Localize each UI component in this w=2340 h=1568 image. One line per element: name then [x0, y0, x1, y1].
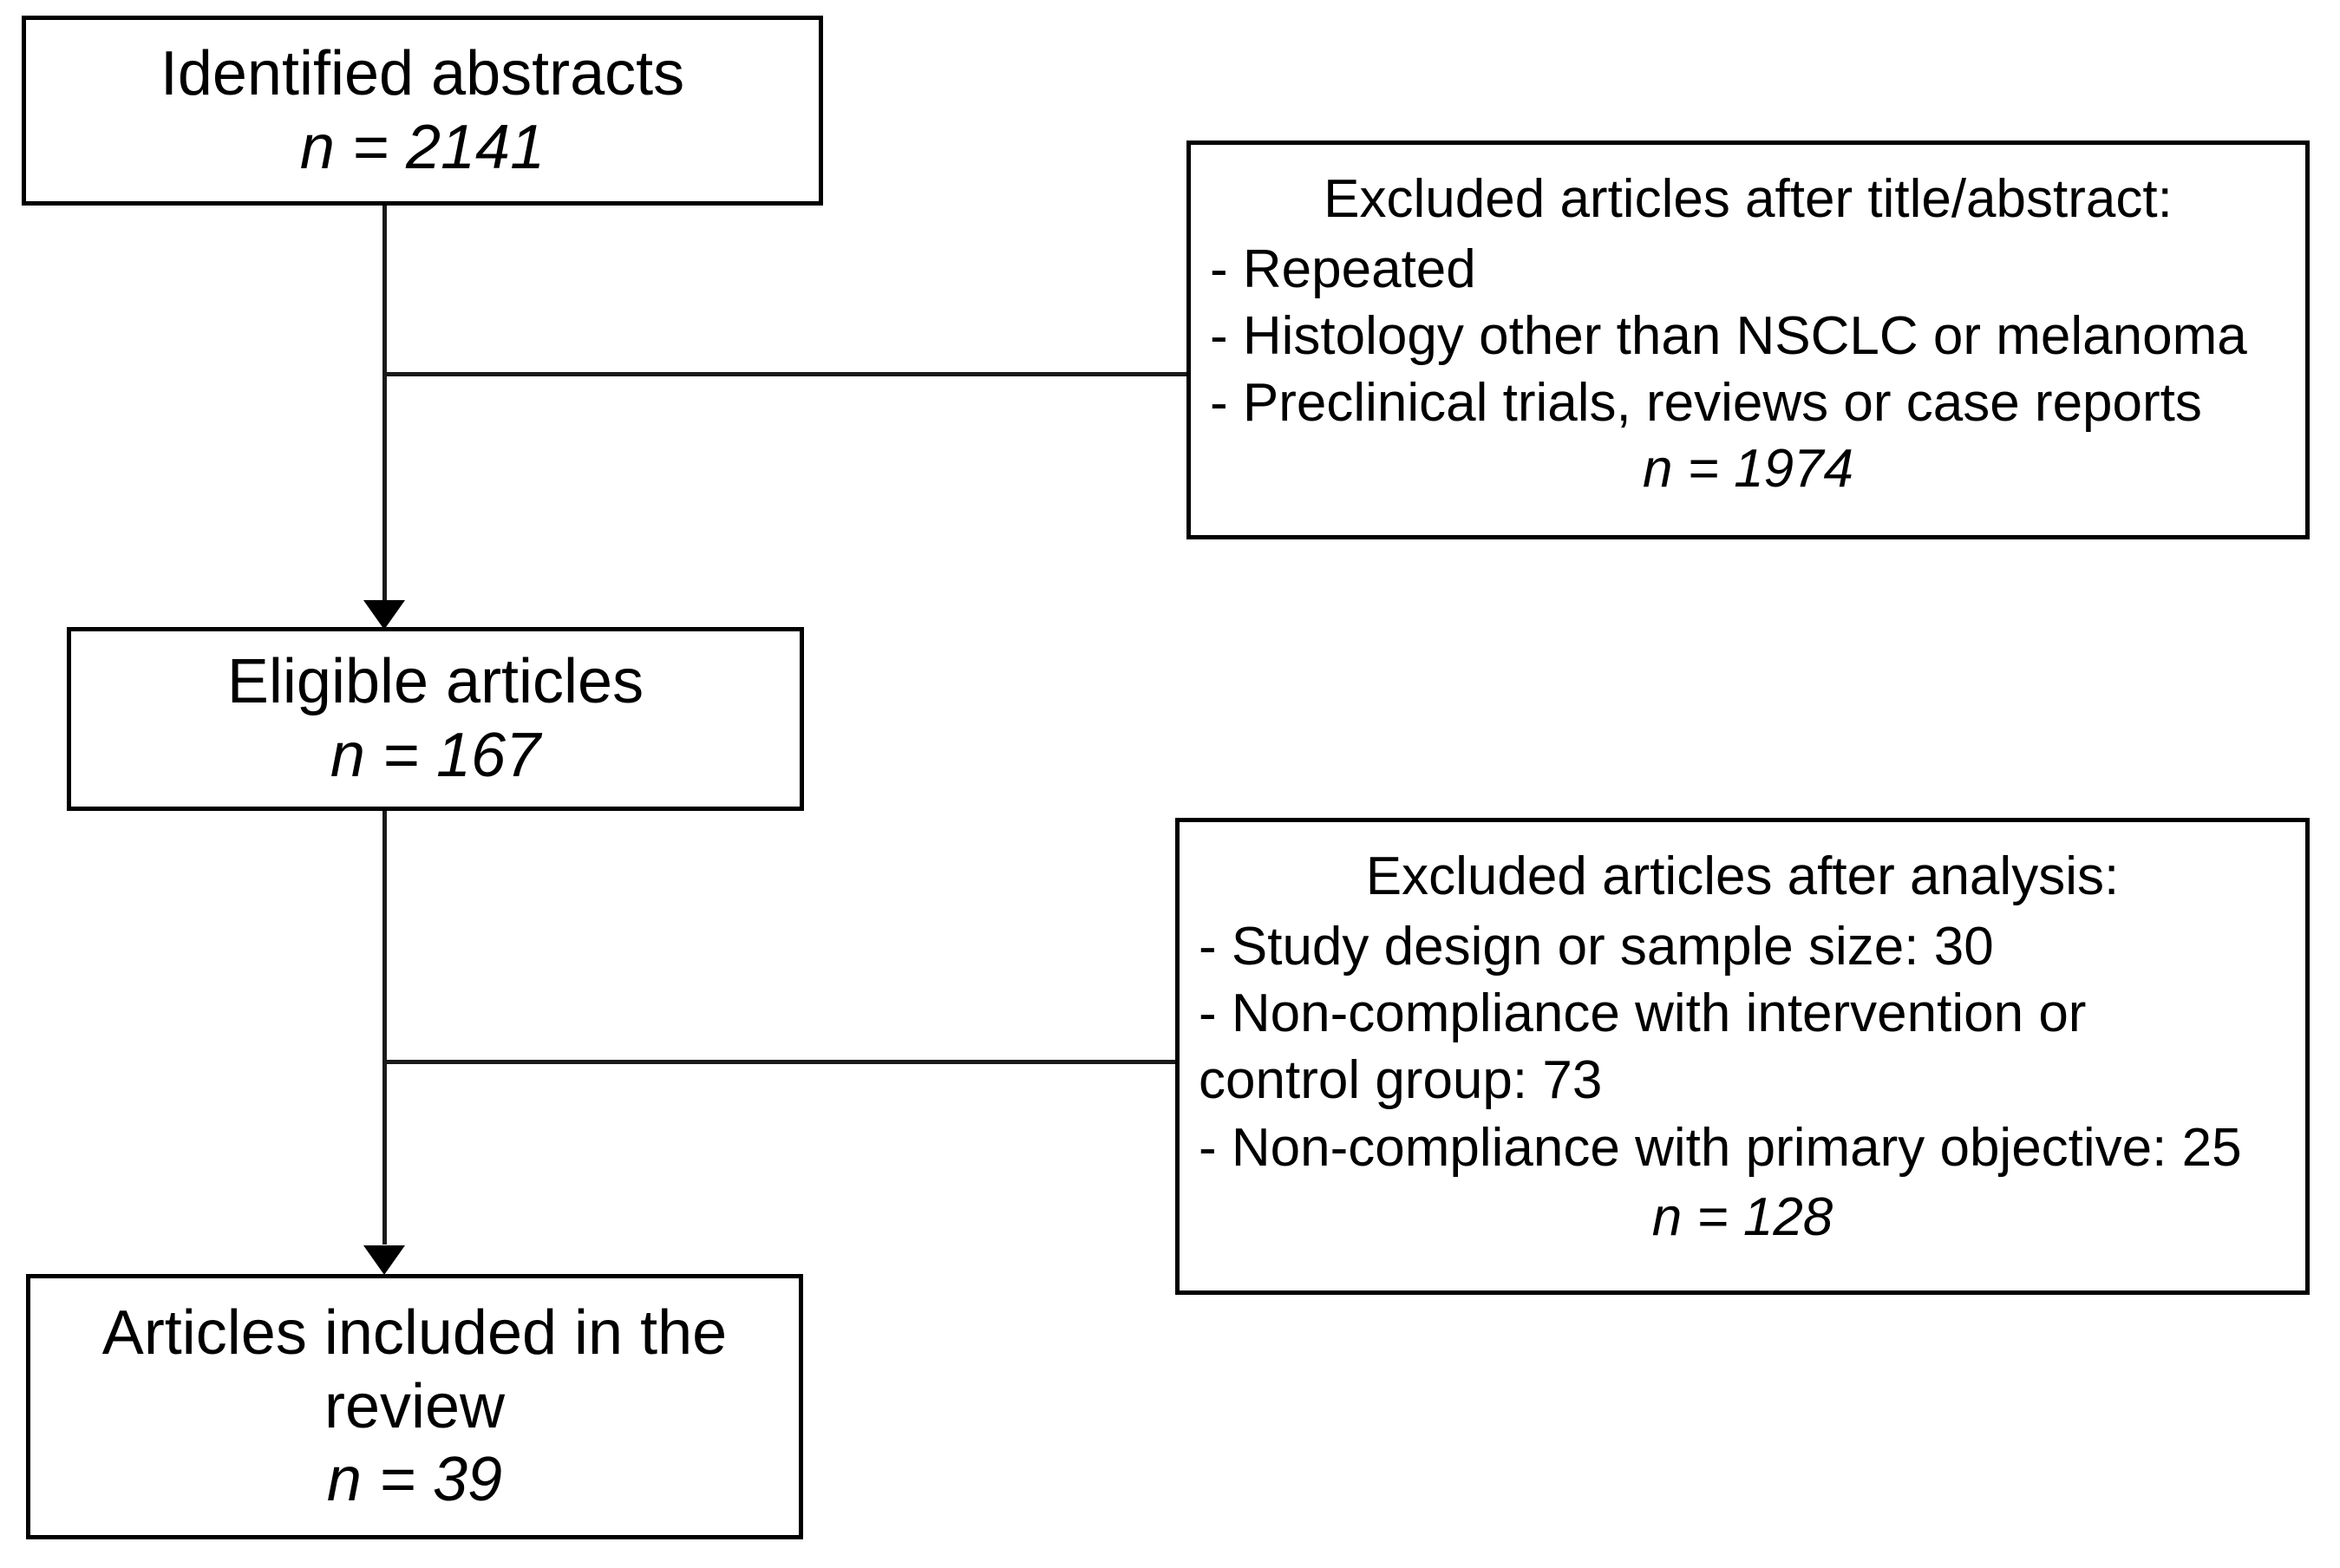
excluded-title-abstract-item-3: - Preclinical trials, reviews or case re… — [1210, 373, 2202, 434]
excluded-title-abstract-item-1: - Repeated — [1210, 239, 1476, 300]
node-identified-abstracts: Identified abstracts n = 2141 — [22, 16, 823, 206]
excluded-analysis-item-1: - Study design or sample size: 30 — [1199, 917, 1994, 977]
connector-eligible-to-included — [382, 811, 387, 1245]
excluded-analysis-heading: Excluded articles after analysis: — [1365, 846, 2120, 906]
connector-identified-to-eligible — [382, 206, 387, 613]
node-excluded-after-analysis: Excluded articles after analysis: - Stud… — [1175, 818, 2310, 1295]
excluded-analysis-item-2: - Non-compliance with intervention or — [1199, 983, 2087, 1044]
arrowhead-into-included — [363, 1245, 405, 1275]
node-articles-included-count: n = 39 — [326, 1445, 503, 1515]
node-identified-abstracts-label: Identified abstracts — [160, 38, 685, 108]
node-excluded-after-title-abstract: Excluded articles after title/abstract: … — [1186, 140, 2310, 539]
node-articles-included: Articles included in the review n = 39 — [26, 1274, 803, 1539]
excluded-analysis-item-3: - Non-compliance with primary objective:… — [1199, 1117, 2242, 1178]
node-identified-abstracts-count: n = 2141 — [299, 112, 546, 182]
node-eligible-articles: Eligible articles n = 167 — [67, 627, 804, 811]
node-eligible-articles-label: Eligible articles — [226, 647, 644, 717]
connector-branch-to-excluded-title-abstract — [384, 372, 1188, 376]
connector-branch-to-excluded-analysis — [384, 1060, 1177, 1064]
node-articles-included-label-line1: Articles included in the — [101, 1297, 728, 1368]
excluded-title-abstract-count: n = 1974 — [1642, 438, 1854, 499]
node-articles-included-label-line2: review — [324, 1371, 506, 1441]
excluded-title-abstract-item-2: - Histology other than NSCLC or melanoma — [1210, 306, 2247, 367]
excluded-analysis-item-2-cont: control group: 73 — [1199, 1050, 1603, 1111]
arrowhead-into-eligible — [363, 600, 405, 630]
excluded-title-abstract-heading: Excluded articles after title/abstract: — [1324, 169, 2173, 229]
excluded-analysis-count: n = 128 — [1651, 1186, 1833, 1247]
node-eligible-articles-count: n = 167 — [330, 721, 541, 790]
